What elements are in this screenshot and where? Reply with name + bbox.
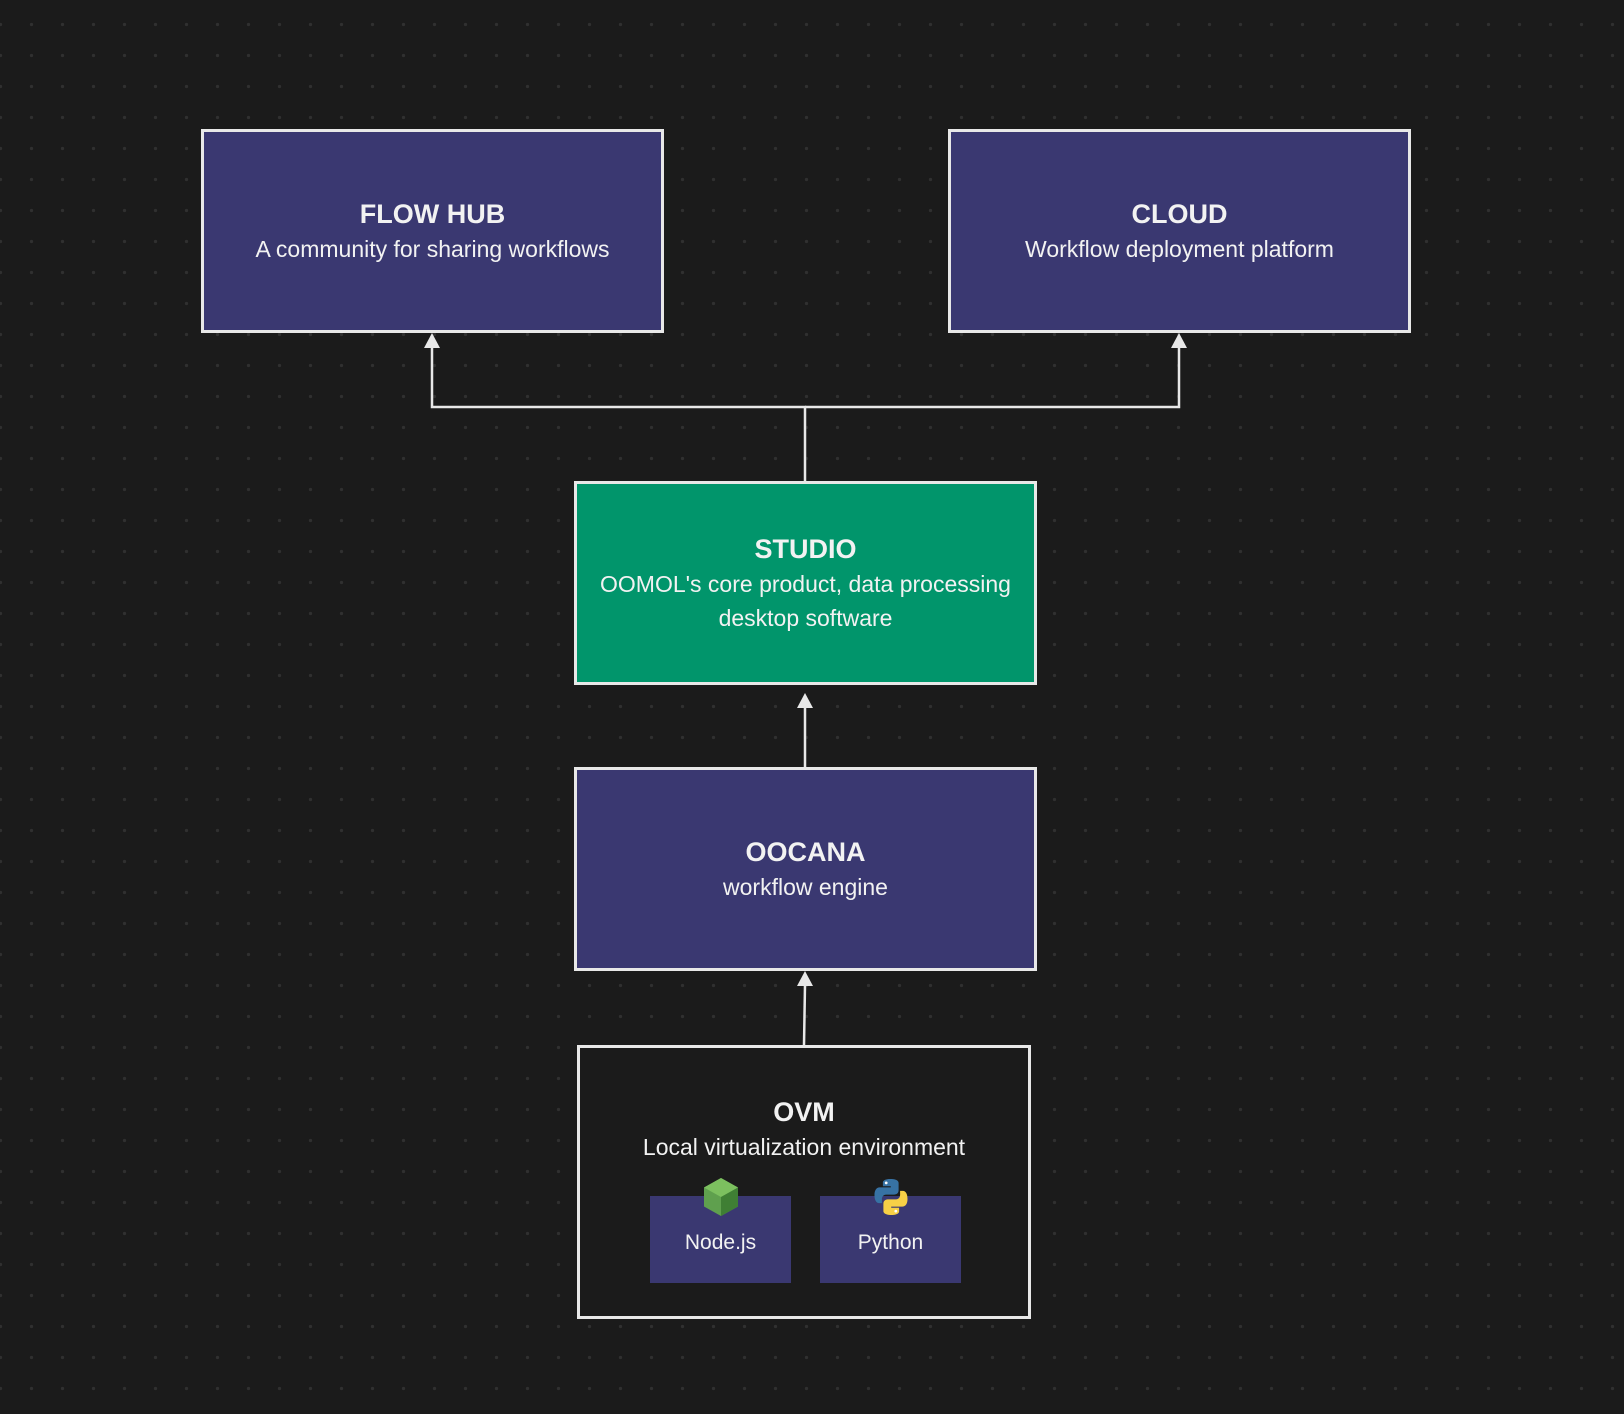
runtime-python-label: Python bbox=[857, 1231, 924, 1254]
python-snakes-icon bbox=[874, 1179, 907, 1215]
flow-hub-node[interactable]: FLOW HUB A community for sharing workflo… bbox=[201, 129, 664, 333]
arrowhead-oocana bbox=[797, 971, 813, 986]
cloud-title: CLOUD bbox=[1131, 199, 1228, 229]
oocana-node[interactable]: OOCANA workflow engine bbox=[574, 767, 1037, 971]
cloud-node[interactable]: CLOUD Workflow deployment platform bbox=[948, 129, 1411, 333]
oocana-title: OOCANA bbox=[745, 837, 866, 867]
cloud-subtitle: Workflow deployment platform bbox=[1025, 236, 1334, 262]
studio-node[interactable]: STUDIO OOMOL's core product, data proces… bbox=[574, 481, 1037, 685]
arrowhead-cloud bbox=[1171, 333, 1187, 348]
studio-subtitle: OOMOL's core product, data processing de… bbox=[600, 571, 1011, 631]
nodejs-hexagon-icon bbox=[703, 1178, 738, 1216]
oocana-subtitle: workflow engine bbox=[723, 874, 888, 900]
edge-ovm-to-oocana bbox=[802, 984, 807, 1046]
ovm-node[interactable]: OVM Local virtualization environment Nod… bbox=[577, 1045, 1031, 1319]
flow-hub-title: FLOW HUB bbox=[359, 199, 506, 229]
ovm-title: OVM bbox=[773, 1097, 835, 1127]
runtime-nodejs-label: Node.js bbox=[684, 1231, 757, 1254]
studio-title: STUDIO bbox=[754, 534, 857, 564]
edge-studio-to-cloud bbox=[805, 346, 1181, 409]
arrowhead-studio bbox=[797, 693, 813, 708]
arrowhead-flow-hub bbox=[424, 333, 440, 348]
runtime-list: Node.js Python bbox=[650, 1178, 961, 1283]
edge-studio-to-flow-hub bbox=[430, 346, 807, 481]
flow-hub-subtitle: A community for sharing workflows bbox=[255, 236, 610, 262]
runtime-nodejs[interactable]: Node.js bbox=[650, 1178, 791, 1283]
ovm-subtitle: Local virtualization environment bbox=[642, 1134, 966, 1160]
runtime-python[interactable]: Python bbox=[820, 1179, 961, 1283]
